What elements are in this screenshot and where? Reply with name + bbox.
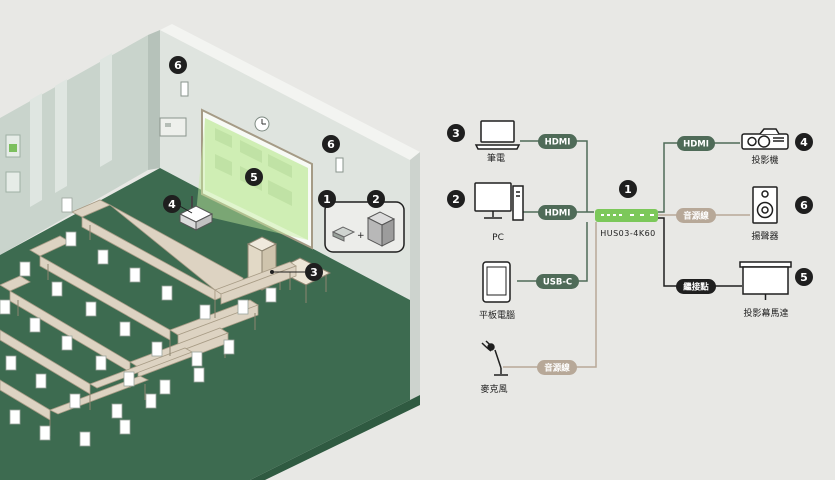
svg-text:1: 1 xyxy=(624,183,632,196)
projector-icon xyxy=(741,128,789,150)
room-badge-switcher: 1 xyxy=(318,190,336,208)
connector-mic-audio: 音源線 xyxy=(537,360,577,375)
connector-pc-hdmi: HDMI xyxy=(538,205,577,220)
desktop-pc-icon xyxy=(474,182,524,221)
laptop-badge: 3 xyxy=(447,124,465,142)
chairs xyxy=(0,197,277,447)
hub-badge: 1 xyxy=(619,180,637,198)
svg-text:HDMI: HDMI xyxy=(683,140,709,150)
speaker-label: 揚聲器 xyxy=(751,230,778,242)
svg-text:4: 4 xyxy=(800,136,808,149)
svg-text:3: 3 xyxy=(452,127,460,140)
room-badge-speaker-right: 6 xyxy=(322,135,340,153)
projector-badge: 4 xyxy=(795,133,813,151)
svg-text:6: 6 xyxy=(800,199,808,212)
speaker-badge: 6 xyxy=(795,196,813,214)
screen-badge: 5 xyxy=(795,268,813,286)
laptop-icon xyxy=(474,120,521,150)
svg-text:6: 6 xyxy=(174,59,182,72)
tablet-icon xyxy=(482,261,511,303)
svg-text:HDMI: HDMI xyxy=(545,138,571,148)
svg-text:音源線: 音源線 xyxy=(544,363,570,374)
plus-sign: + xyxy=(357,231,365,241)
connector-tablet-usbc: USB-C xyxy=(536,274,579,289)
room-badge-screen: 5 xyxy=(245,168,263,186)
svg-text:6: 6 xyxy=(327,138,335,151)
room-badge-laptop: 3 xyxy=(305,263,323,281)
svg-text:1: 1 xyxy=(323,193,331,206)
svg-text:2: 2 xyxy=(372,193,380,206)
hub-label: HUS03-4K60 xyxy=(600,229,656,238)
svg-text:音源線: 音源線 xyxy=(683,211,709,222)
tablet-label: 平板電腦 xyxy=(479,309,515,321)
svg-text:2: 2 xyxy=(452,193,460,206)
speaker-icon xyxy=(752,186,778,224)
svg-text:5: 5 xyxy=(250,171,258,184)
connector-projector-hdmi: HDMI xyxy=(677,136,715,151)
room-speaker-right xyxy=(335,157,344,173)
room-badge-projector: 4 xyxy=(163,195,181,213)
svg-text:繼接點: 繼接點 xyxy=(683,282,709,293)
connection-lines xyxy=(503,140,750,368)
connector-speaker-audio: 音源線 xyxy=(676,208,716,223)
svg-text:HDMI: HDMI xyxy=(545,209,571,219)
pc-label: PC xyxy=(492,233,504,243)
connector-screen-relay: 繼接點 xyxy=(676,279,716,294)
mic-label: 麥克風 xyxy=(480,383,507,395)
room-badge-pc: 2 xyxy=(367,190,385,208)
pc-badge: 2 xyxy=(447,190,465,208)
classroom-illustration: + xyxy=(0,24,420,480)
svg-text:4: 4 xyxy=(168,198,176,211)
projection-screen-icon xyxy=(739,261,792,300)
svg-text:5: 5 xyxy=(800,271,808,284)
microphone-icon xyxy=(481,340,508,376)
room-badge-speaker-left: 6 xyxy=(169,56,187,74)
connector-laptop-hdmi: HDMI xyxy=(538,134,577,149)
svg-text:USB-C: USB-C xyxy=(543,278,572,288)
projector-label: 投影機 xyxy=(751,154,778,166)
screen-label: 投影幕馬達 xyxy=(743,307,788,319)
laptop-label: 筆電 xyxy=(487,152,505,164)
room-speaker-left xyxy=(180,81,189,97)
svg-text:3: 3 xyxy=(310,266,318,279)
hub-device xyxy=(595,209,658,222)
